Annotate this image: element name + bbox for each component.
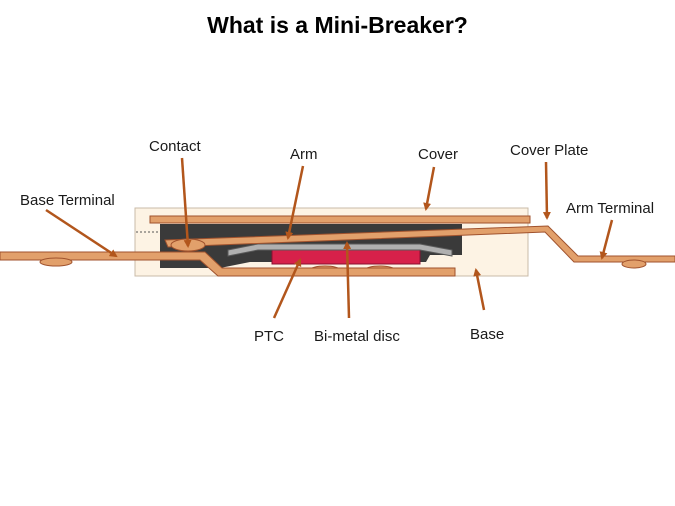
leader-cover-plate	[542, 161, 551, 220]
leader-ptc	[272, 258, 302, 319]
leader-base	[473, 268, 486, 311]
leader-cover	[423, 166, 436, 211]
bimetal-disc	[227, 243, 453, 257]
leader-bimetal	[343, 241, 352, 319]
label-base-terminal: Base Terminal	[20, 192, 115, 209]
label-arm: Arm	[290, 146, 318, 163]
arm-terminal-foot	[621, 259, 647, 269]
label-base: Base	[470, 326, 504, 343]
label-arm-terminal: Arm Terminal	[566, 200, 654, 217]
base-terminal-foot	[39, 257, 73, 267]
leader-base-terminal	[45, 208, 118, 258]
label-contact: Contact	[149, 138, 202, 155]
page-title: What is a Mini-Breaker?	[207, 12, 468, 38]
leader-arm	[285, 165, 305, 240]
label-ptc: PTC	[254, 328, 284, 345]
cover-plate	[149, 215, 531, 224]
leader-arm-terminal	[599, 219, 614, 260]
leader-contact	[180, 157, 192, 248]
label-cover: Cover	[418, 146, 458, 163]
arm	[164, 225, 675, 263]
label-bimetal-disc: Bi-metal disc	[314, 328, 400, 345]
label-cover-plate: Cover Plate	[510, 142, 588, 159]
